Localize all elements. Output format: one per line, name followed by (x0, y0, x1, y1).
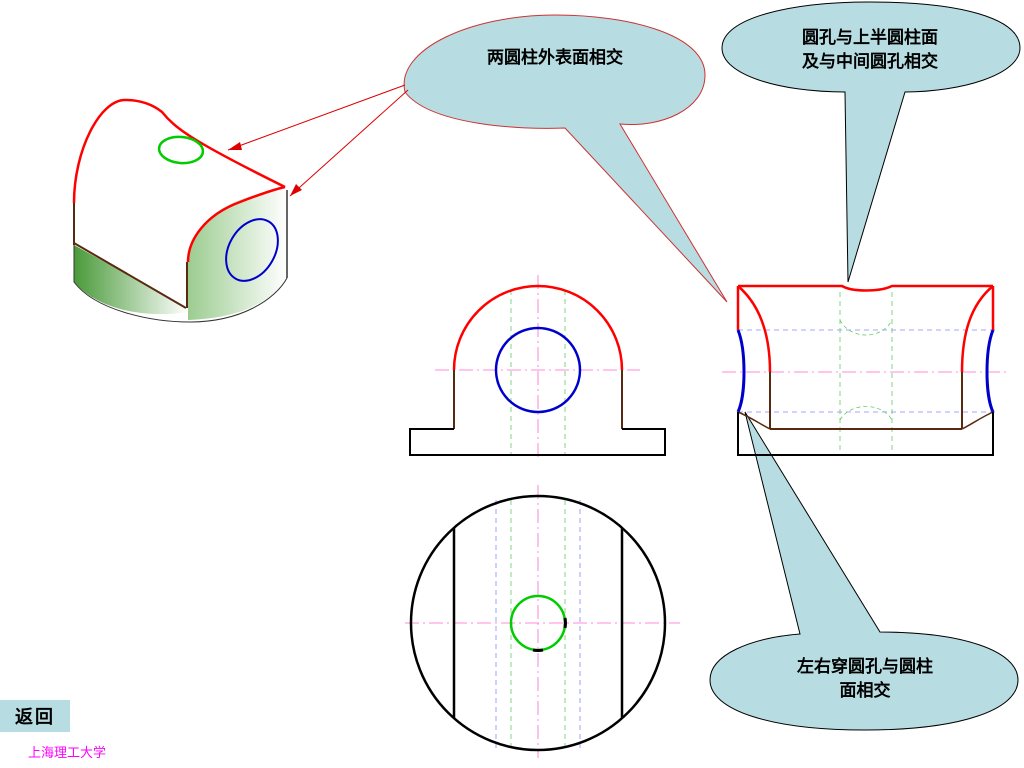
back-button[interactable]: 返回 (0, 700, 70, 732)
callout-cylinders (227, 14, 728, 303)
callout-hole-top-bubble (721, 1, 1021, 283)
side-left-curve-red (737, 285, 772, 373)
pointer-arrow-1 (227, 84, 406, 151)
front-arch-red (452, 284, 624, 371)
iso-front-face (74, 245, 188, 315)
front-base-outline (409, 428, 666, 456)
front-blue-hole (494, 326, 582, 414)
side-right-low-curve (961, 411, 994, 430)
callout-side-holes (709, 411, 1019, 731)
side-left-blue-curve (736, 329, 746, 413)
top-view (405, 485, 680, 758)
side-right-blue-curve (985, 329, 995, 413)
side-top-red (738, 284, 993, 292)
iso-intersection-red (72, 98, 286, 204)
side-hole-hidden-bottom (839, 406, 893, 421)
callout-cylinders-text: 两圆柱外表面相交 (487, 48, 623, 68)
arrowhead-1 (228, 142, 242, 150)
arrowhead-2 (290, 184, 302, 196)
iso-blue-hole (225, 218, 279, 282)
top-outer-circle (409, 494, 667, 752)
isometric-view (72, 98, 288, 323)
side-hole-hidden-top (839, 319, 893, 336)
callout-cylinders-bubble (403, 14, 728, 303)
pointer-arrow-2 (289, 89, 409, 197)
iso-intersection-red-right (186, 185, 286, 263)
school-name: 上海理工大学 (28, 746, 107, 761)
side-base-outline (737, 412, 994, 456)
callout-side-holes-text: 左右穿圆孔与圆柱 面相交 (797, 657, 933, 701)
callout-hole-top-text: 圆孔与上半圆柱面 及与中间圆孔相交 (802, 28, 938, 72)
side-right-curve-red (960, 285, 994, 373)
iso-right-face (188, 190, 287, 320)
side-left-low-curve (737, 411, 771, 430)
callout-side-holes-bubble (709, 411, 1019, 731)
callout-hole-top (721, 1, 1021, 283)
iso-green-hole (157, 135, 205, 165)
front-view (409, 275, 666, 460)
iso-bottom-outline (73, 245, 288, 323)
iso-front-diagonal (73, 242, 187, 309)
side-view (722, 284, 1010, 456)
